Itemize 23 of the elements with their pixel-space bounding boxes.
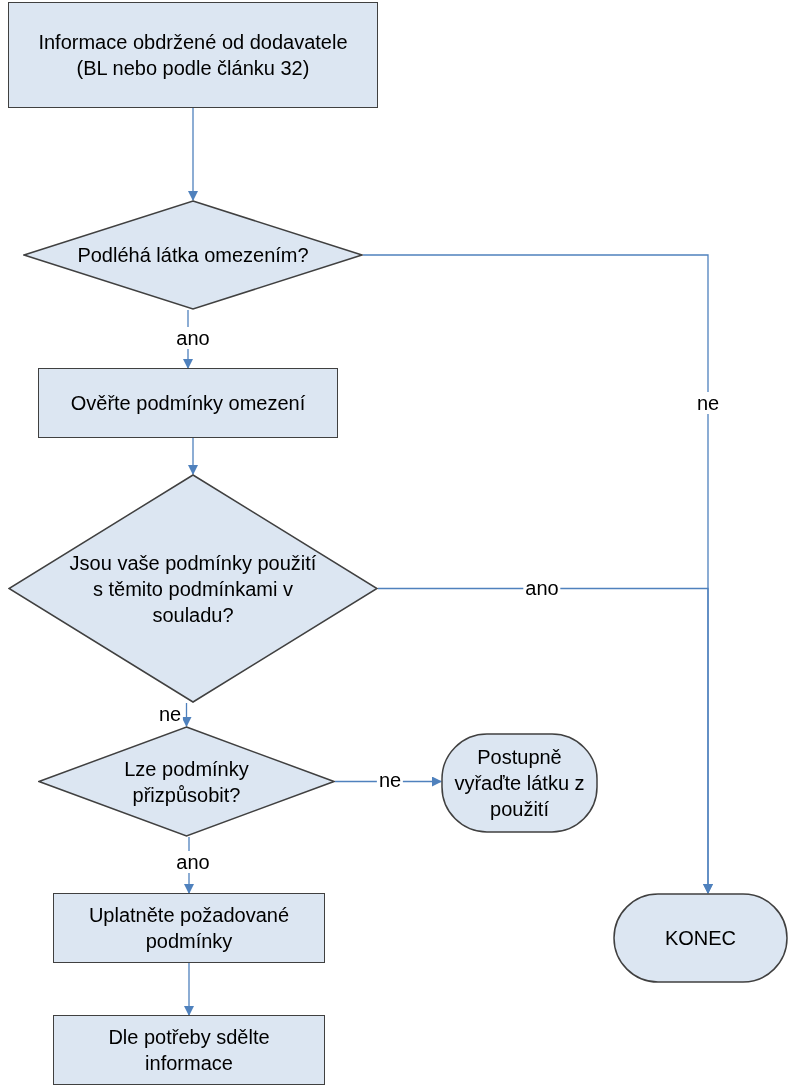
arrow <box>184 962 194 1016</box>
node-label: KONEC <box>664 926 737 951</box>
process-box <box>8 2 378 108</box>
arrow <box>181 702 192 727</box>
arrow <box>188 107 198 201</box>
process-box <box>38 368 338 438</box>
decision-diamond <box>8 474 378 703</box>
process-box <box>53 1015 325 1085</box>
node-label: Postupně vyřaďte látku z použití <box>453 745 586 822</box>
edge-label: ano <box>174 327 212 349</box>
node-label: Lze podmínky přizpůsobit? <box>123 756 250 808</box>
node-label: Podléhá látka omezením? <box>77 243 309 268</box>
node-label: Uplatněte požadované podmínky <box>87 903 291 954</box>
arrow <box>188 437 198 475</box>
decision-diamond <box>38 726 335 837</box>
process-box <box>53 893 325 963</box>
node-label: Jsou vaše podmínky použití s těmito podmínkami v souladu? <box>68 550 318 628</box>
node-label: Ověřte podmínky omezení <box>70 391 306 416</box>
arrow <box>377 587 713 894</box>
node-label: Informace obdržené od dodavatele (BL nebo podle článku 32) <box>37 30 349 81</box>
decision-diamond <box>23 200 363 310</box>
edge-label: ano <box>174 851 212 873</box>
node-label: Dle potřeby sdělte informace <box>107 1025 271 1076</box>
